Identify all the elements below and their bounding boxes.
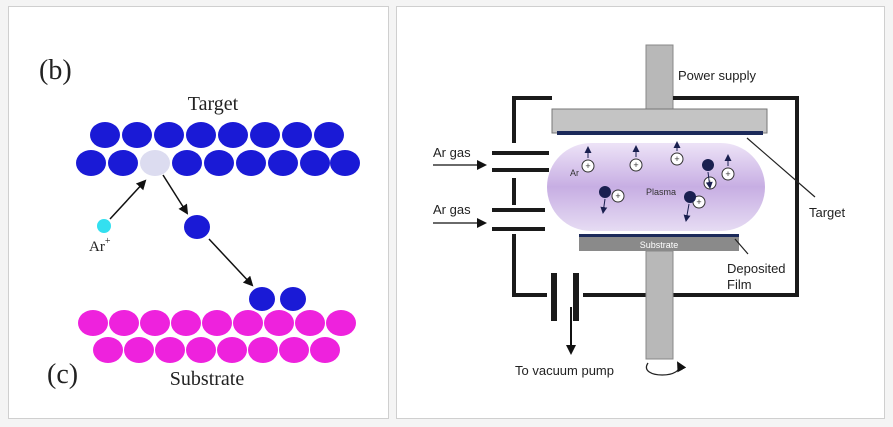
target-atom [90,122,120,148]
substrate-atom [202,310,232,336]
ion-charge: + [696,197,701,207]
ion-charge: + [674,154,679,164]
vacancy-site [140,150,170,176]
sputtering-chamber-diagram: Power supply Ar gas Ar gas Plasma Ar + +… [433,44,846,378]
substrate-atom [326,310,356,336]
deposited-atom [249,287,275,311]
argon-ion [581,159,595,173]
film-pointer-line [734,238,749,255]
target-label: Target [809,205,846,220]
substrate-atom [248,337,278,363]
substrate-atom-row-top [78,310,356,336]
substrate-atom [140,310,170,336]
ion-impact-arrow [109,179,147,220]
argon-ion [629,158,643,172]
target-pointer-line [746,137,816,198]
substrate-label: Substrate [170,368,245,390]
label-c: (c) [47,359,78,390]
target-plate [557,131,763,135]
substrate-atom [155,337,185,363]
target-atom [172,150,202,176]
substrate-atom [310,337,340,363]
rotation-arrow-icon [645,361,687,376]
target-atom [268,150,298,176]
argon-ion [721,167,735,181]
deposited-film-label-2: Film [727,277,752,292]
chamber-wall [512,96,799,297]
argon-label: Ar [570,168,579,178]
target-atom [154,122,184,148]
power-supply-rod [645,44,674,110]
target-atom [76,150,106,176]
atom-arrow [705,171,713,189]
gas-inlet-1-label: Ar gas [433,145,471,160]
cathode-electrode [551,108,768,134]
argon-ions: + + + + + + + [581,152,735,209]
ion-charge: + [585,161,590,171]
target-atom [300,150,330,176]
sputtered-atoms [599,159,714,222]
sputtered-atom [599,186,611,198]
substrate-atom [279,337,309,363]
argon-ion [97,219,111,233]
target-atom [330,150,360,176]
substrate-atom [124,337,154,363]
deposited-film [579,234,739,238]
deposited-film-label-1: Deposited [727,261,786,276]
substrate-atom [109,310,139,336]
target-atom [108,150,138,176]
target-atom-row-bottom [76,150,360,176]
argon-ion [670,152,684,166]
substrate-atom [217,337,247,363]
atom-arrow [600,198,608,214]
ion-charge: + [615,191,620,201]
target-atom [204,150,234,176]
target-atom [186,122,216,148]
target-atom [250,122,280,148]
substrate-atom [186,337,216,363]
atom-arrow [683,203,691,222]
sputtering-atom-diagram-panel: (b) Target Ar+ [8,6,389,419]
ion-arrows [584,141,732,166]
power-supply-label: Power supply [678,68,757,83]
target-atom [282,122,312,148]
target-atom [314,122,344,148]
deposited-atom [280,287,306,311]
substrate-rod [645,250,674,360]
deposition-arrow [208,238,254,287]
target-atom [236,150,266,176]
ion-charge: + [725,169,730,179]
label-b: (b) [39,55,72,86]
target-atom-row-top [90,122,344,148]
target-atom [122,122,152,148]
sputtered-atom [702,159,714,171]
substrate-atom [295,310,325,336]
substrate-atom-row-bottom [93,337,340,363]
target-atom [218,122,248,148]
substrate-holder [579,237,739,251]
argon-ion [611,189,625,203]
substrate-atom [93,337,123,363]
sputtered-atom [684,191,696,203]
plasma-label: Plasma [646,187,676,197]
substrate-atom [78,310,108,336]
argon-ion-label: Ar+ [89,236,111,255]
gas-inlet-2-label: Ar gas [433,202,471,217]
sputtering-atom-diagram: (b) Target Ar+ [39,55,360,390]
substrate-atom [171,310,201,336]
substrate-label: Substrate [640,240,679,250]
ejection-arrow [162,174,189,215]
substrate-atom [233,310,263,336]
sputtering-chamber-diagram-panel: Power supply Ar gas Ar gas Plasma Ar + +… [396,6,885,419]
sputtered-atom [184,215,210,239]
target-label: Target [188,93,239,115]
vacuum-pump-label: To vacuum pump [515,363,614,378]
substrate-atom [264,310,294,336]
ion-charge: + [633,160,638,170]
